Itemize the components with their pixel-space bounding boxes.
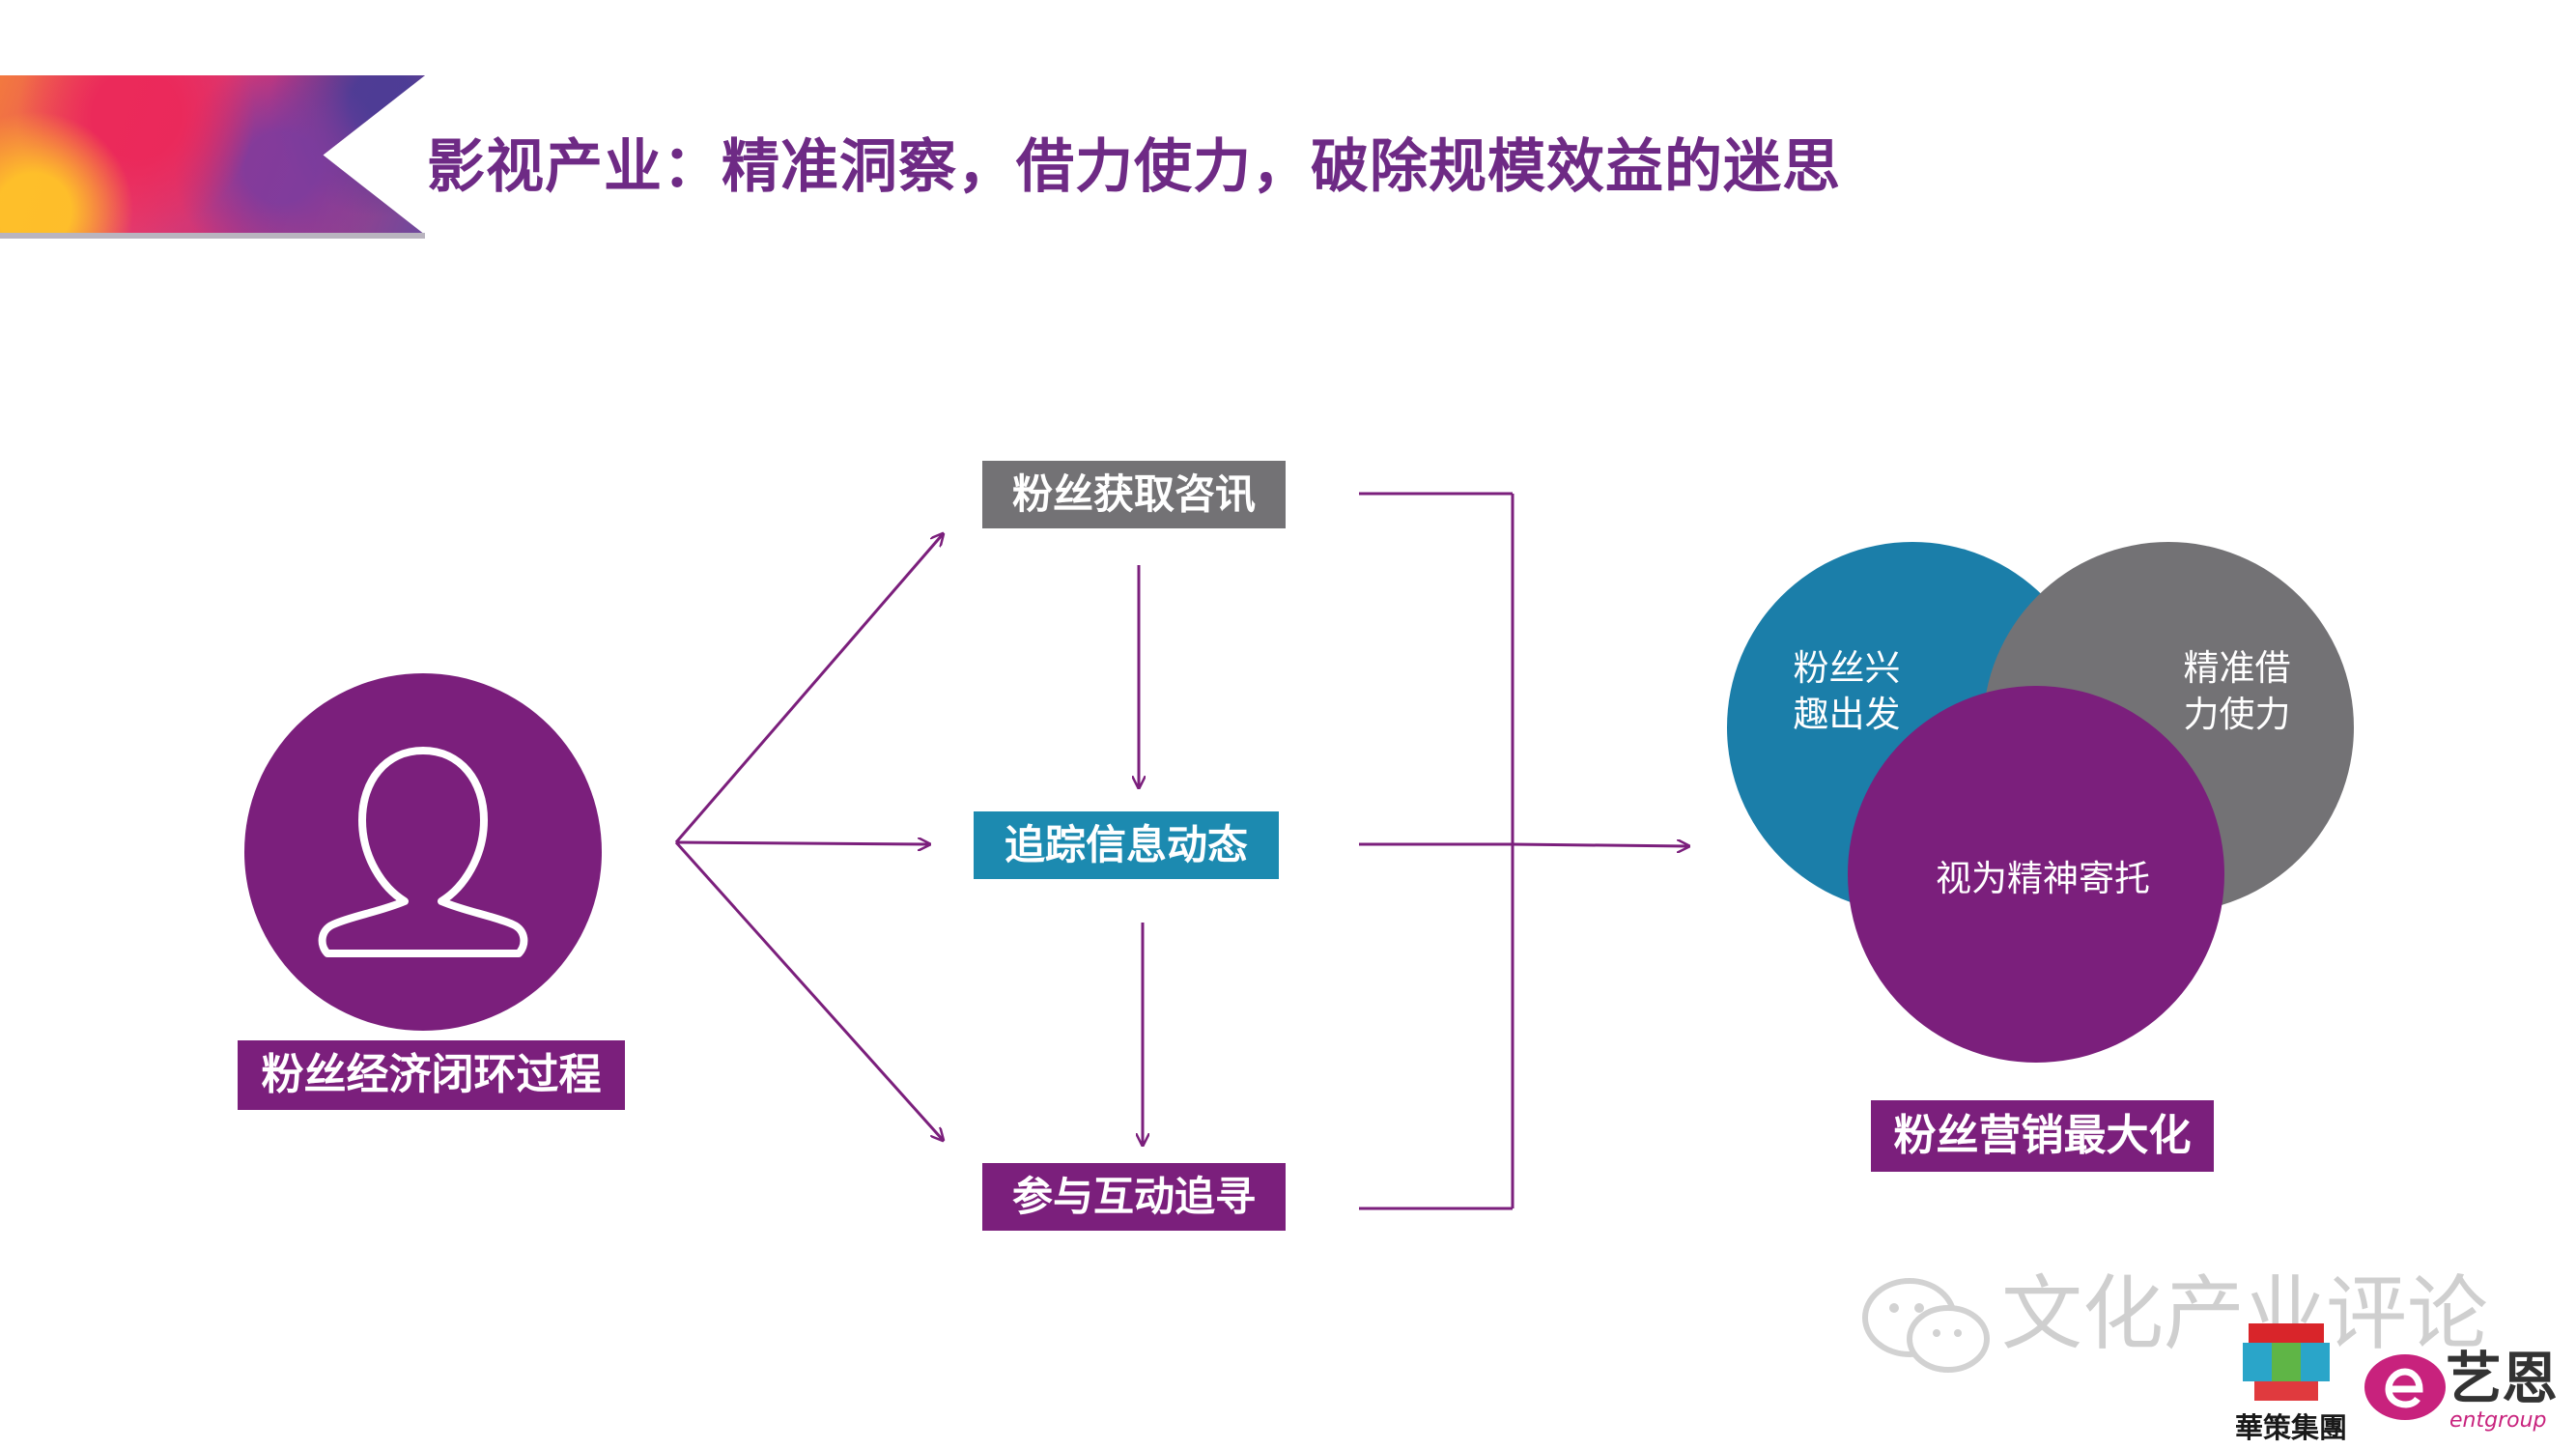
wechat-icon bbox=[1862, 1278, 1990, 1373]
venn-label-interest-line-1: 粉丝兴 bbox=[1793, 647, 1901, 689]
arrow-to-engage bbox=[674, 840, 943, 1140]
arrow-to-track bbox=[675, 842, 929, 844]
venn-diagram bbox=[1727, 542, 2354, 1063]
entgroup-logo-en: entgroup bbox=[2449, 1408, 2547, 1433]
venn-label-leverage-line-2: 力使力 bbox=[2183, 694, 2291, 735]
fan-economy-cycle-label: 粉丝经济闭环过程 bbox=[238, 1040, 625, 1110]
fan-marketing-max-label: 粉丝营销最大化 bbox=[1871, 1100, 2214, 1172]
fan-avatar-circle bbox=[244, 673, 602, 1031]
venn-circle-spirit bbox=[1848, 686, 2224, 1063]
arrow-to-venn bbox=[1512, 844, 1688, 846]
huace-logo-text: 華策集團 bbox=[2234, 1411, 2347, 1444]
step-get-info: 粉丝获取咨讯 bbox=[982, 461, 1286, 528]
venn-label-spirit: 视为精神寄托 bbox=[1936, 858, 2150, 899]
venn-label-leverage-line-1: 精准借 bbox=[2183, 647, 2291, 689]
entgroup-logo-icon bbox=[2364, 1354, 2446, 1420]
person-icon bbox=[318, 747, 528, 957]
entgroup-logo-cn: 艺恩 bbox=[2446, 1346, 2559, 1411]
huace-logo-icon bbox=[2243, 1323, 2330, 1401]
step-engage: 参与互动追寻 bbox=[982, 1163, 1286, 1231]
header-banner-shadow bbox=[0, 233, 425, 239]
venn-label-interest-line-2: 趣出发 bbox=[1793, 694, 1901, 735]
arrow-to-info bbox=[674, 534, 943, 843]
page-title: 影视产业：精准洞察，借力使力，破除规模效益的迷思 bbox=[427, 133, 1841, 201]
step-track-updates: 追踪信息动态 bbox=[974, 811, 1279, 879]
venn-label-leverage: 精准借力使力 bbox=[2160, 645, 2314, 738]
venn-label-interest: 粉丝兴趣出发 bbox=[1769, 645, 1924, 738]
